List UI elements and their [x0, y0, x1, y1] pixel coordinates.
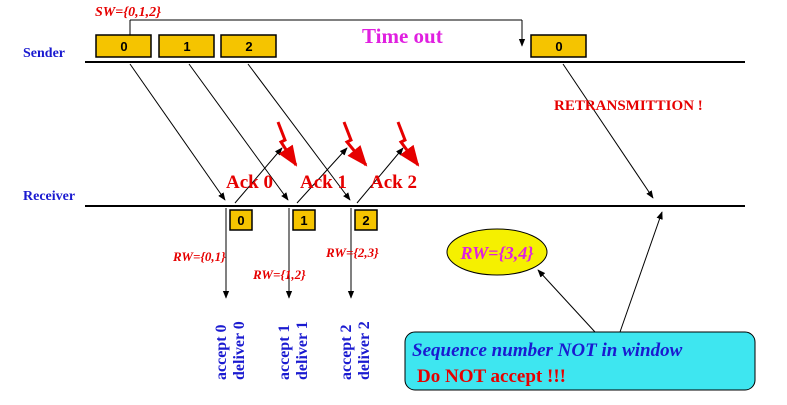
current-window-label: RW={3,4} [460, 243, 535, 263]
current-window-ellipse: RW={3,4} [446, 228, 548, 276]
lightning-bolt-icon [276, 121, 298, 167]
sent-packet-0: 0 [95, 34, 152, 58]
timeout-label: Time out [362, 24, 443, 48]
ack-arrow-1 [296, 147, 348, 204]
sent-packet-2-label: 2 [245, 39, 252, 54]
note-arrow-to-window [537, 269, 596, 333]
deliver-label-1: deliver 1 [294, 321, 311, 380]
sender-window-label: SW={0,1,2} [95, 5, 161, 20]
received-packet-0-label: 0 [237, 213, 244, 228]
received-packet-0: 0 [229, 209, 253, 231]
sent-packet-0-label: 0 [120, 39, 127, 54]
sent-packet-1-label: 1 [183, 39, 190, 54]
received-packet-2-label: 2 [362, 213, 369, 228]
ack-arrow-0 [234, 147, 283, 204]
retransmission-arrow [562, 63, 654, 199]
data-arrow-1 [188, 63, 289, 201]
receive-window-label-0: RW={0,1} [172, 249, 226, 264]
note-line-2: Do NOT accept !!! [417, 366, 566, 387]
received-packet-2: 2 [354, 209, 378, 231]
received-packet-1: 1 [292, 209, 316, 231]
data-arrow-2 [247, 63, 351, 201]
accept-label-1: accept 1 [276, 324, 293, 380]
retransmission-label: RETRANSMITTION ! [554, 98, 703, 114]
retransmitted-packet-0: 0 [530, 34, 587, 58]
note-arrow-to-arrival [619, 211, 663, 333]
receive-window-label-1: RW={1,2} [252, 267, 306, 282]
note-line-1: Sequence number NOT in window [412, 340, 683, 361]
accept-label-2: accept 2 [338, 324, 355, 380]
ack-label-2: Ack 2 [370, 172, 417, 193]
ack-label-0: Ack 0 [226, 172, 273, 193]
received-packet-1-label: 1 [300, 213, 307, 228]
receiver-label: Receiver [23, 189, 75, 204]
retransmitted-packet-0-label: 0 [555, 39, 562, 54]
note-box: Sequence number NOT in window Do NOT acc… [404, 331, 756, 391]
deliver-label-2: deliver 2 [356, 321, 373, 380]
lightning-bolt-icon [396, 121, 420, 167]
deliver-label-0: deliver 0 [231, 321, 248, 380]
sender-label: Sender [23, 46, 65, 61]
sent-packet-2: 2 [220, 34, 277, 58]
ack-label-1: Ack 1 [300, 172, 347, 193]
receive-window-label-2: RW={2,3} [325, 245, 379, 260]
data-arrow-0 [129, 63, 226, 201]
accept-label-0: accept 0 [213, 324, 230, 380]
sent-packet-1: 1 [158, 34, 215, 58]
ack-arrow-2 [356, 147, 404, 204]
lightning-bolt-icon [342, 121, 368, 167]
